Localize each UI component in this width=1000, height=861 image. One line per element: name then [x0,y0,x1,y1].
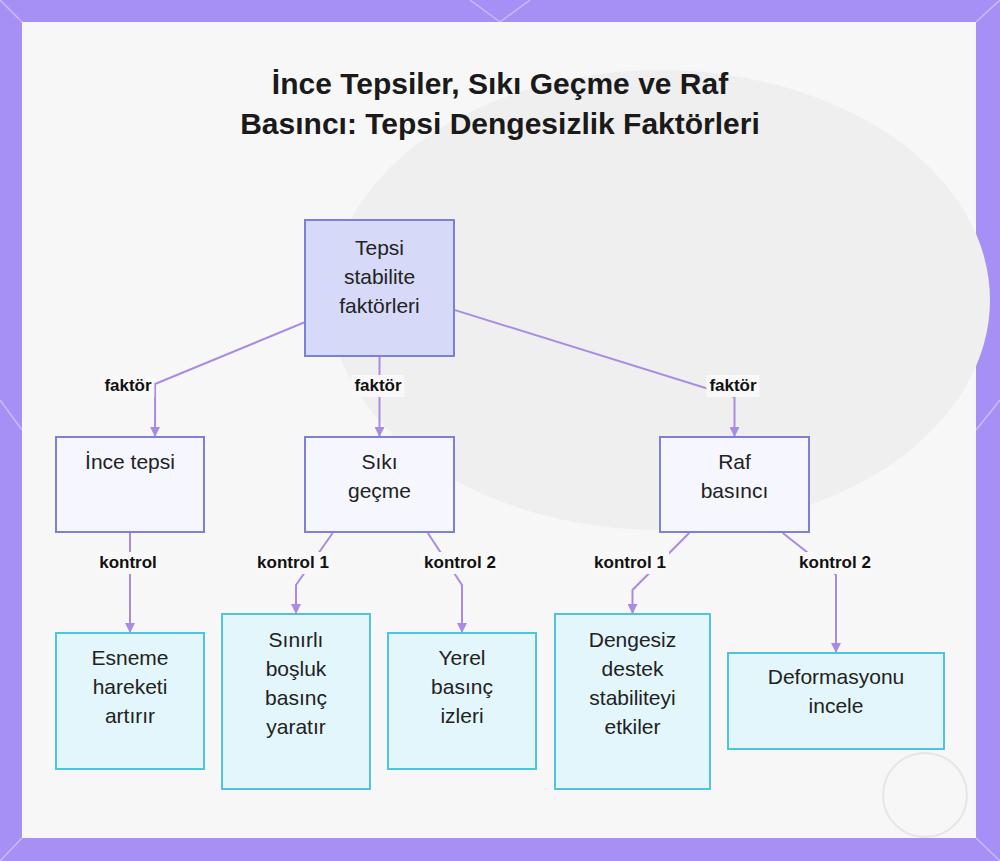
control-box: Deformasyonu incele [727,652,945,750]
connector [783,533,836,652]
edge-label: kontrol 2 [796,552,874,574]
logo-mark [883,753,967,837]
control-box: Yerel basınç izleri [387,632,537,770]
node-text: Yerel basınç izleri [417,643,507,730]
edge-label: kontrol 2 [421,552,499,574]
node-text: Raf basıncı [695,447,775,505]
connector [428,533,462,632]
edge-label: faktör [706,375,759,397]
node-text: Dengesiz destek stabiliteyi etkiler [577,625,689,741]
connector [129,533,131,632]
connector [455,310,735,436]
node-text: İnce tepsi [85,447,175,476]
node-text: Tepsi stabilite faktörleri [325,233,435,320]
node-text: Esneme hareketi artırır [80,643,180,730]
connector [155,323,304,437]
control-box: Esneme hareketi artırır [55,632,205,770]
title-text: İnce Tepsiler, Sıkı Geçme ve Raf Basıncı… [240,67,760,140]
node-text: Sıkı geçme [340,447,420,505]
diagram-title: İnce Tepsiler, Sıkı Geçme ve Raf Basıncı… [230,64,770,144]
control-box: Dengesiz destek stabiliteyi etkiler [554,613,711,790]
edge-label: kontrol 1 [591,552,669,574]
edge-label: kontrol [96,552,160,574]
node-text: Deformasyonu incele [761,662,911,720]
control-box: Sınırlı boşluk basınç yaratır [221,613,371,790]
edge-label: faktör [101,375,154,397]
root-box: Tepsi stabilite faktörleri [304,219,455,357]
factor-box: İnce tepsi [55,436,205,533]
edge-label: faktör [351,375,404,397]
node-text: Sınırlı boşluk basınç yaratır [251,625,341,741]
factor-box: Raf basıncı [659,436,810,533]
edge-label: kontrol 1 [254,552,332,574]
factor-box: Sıkı geçme [304,436,455,533]
